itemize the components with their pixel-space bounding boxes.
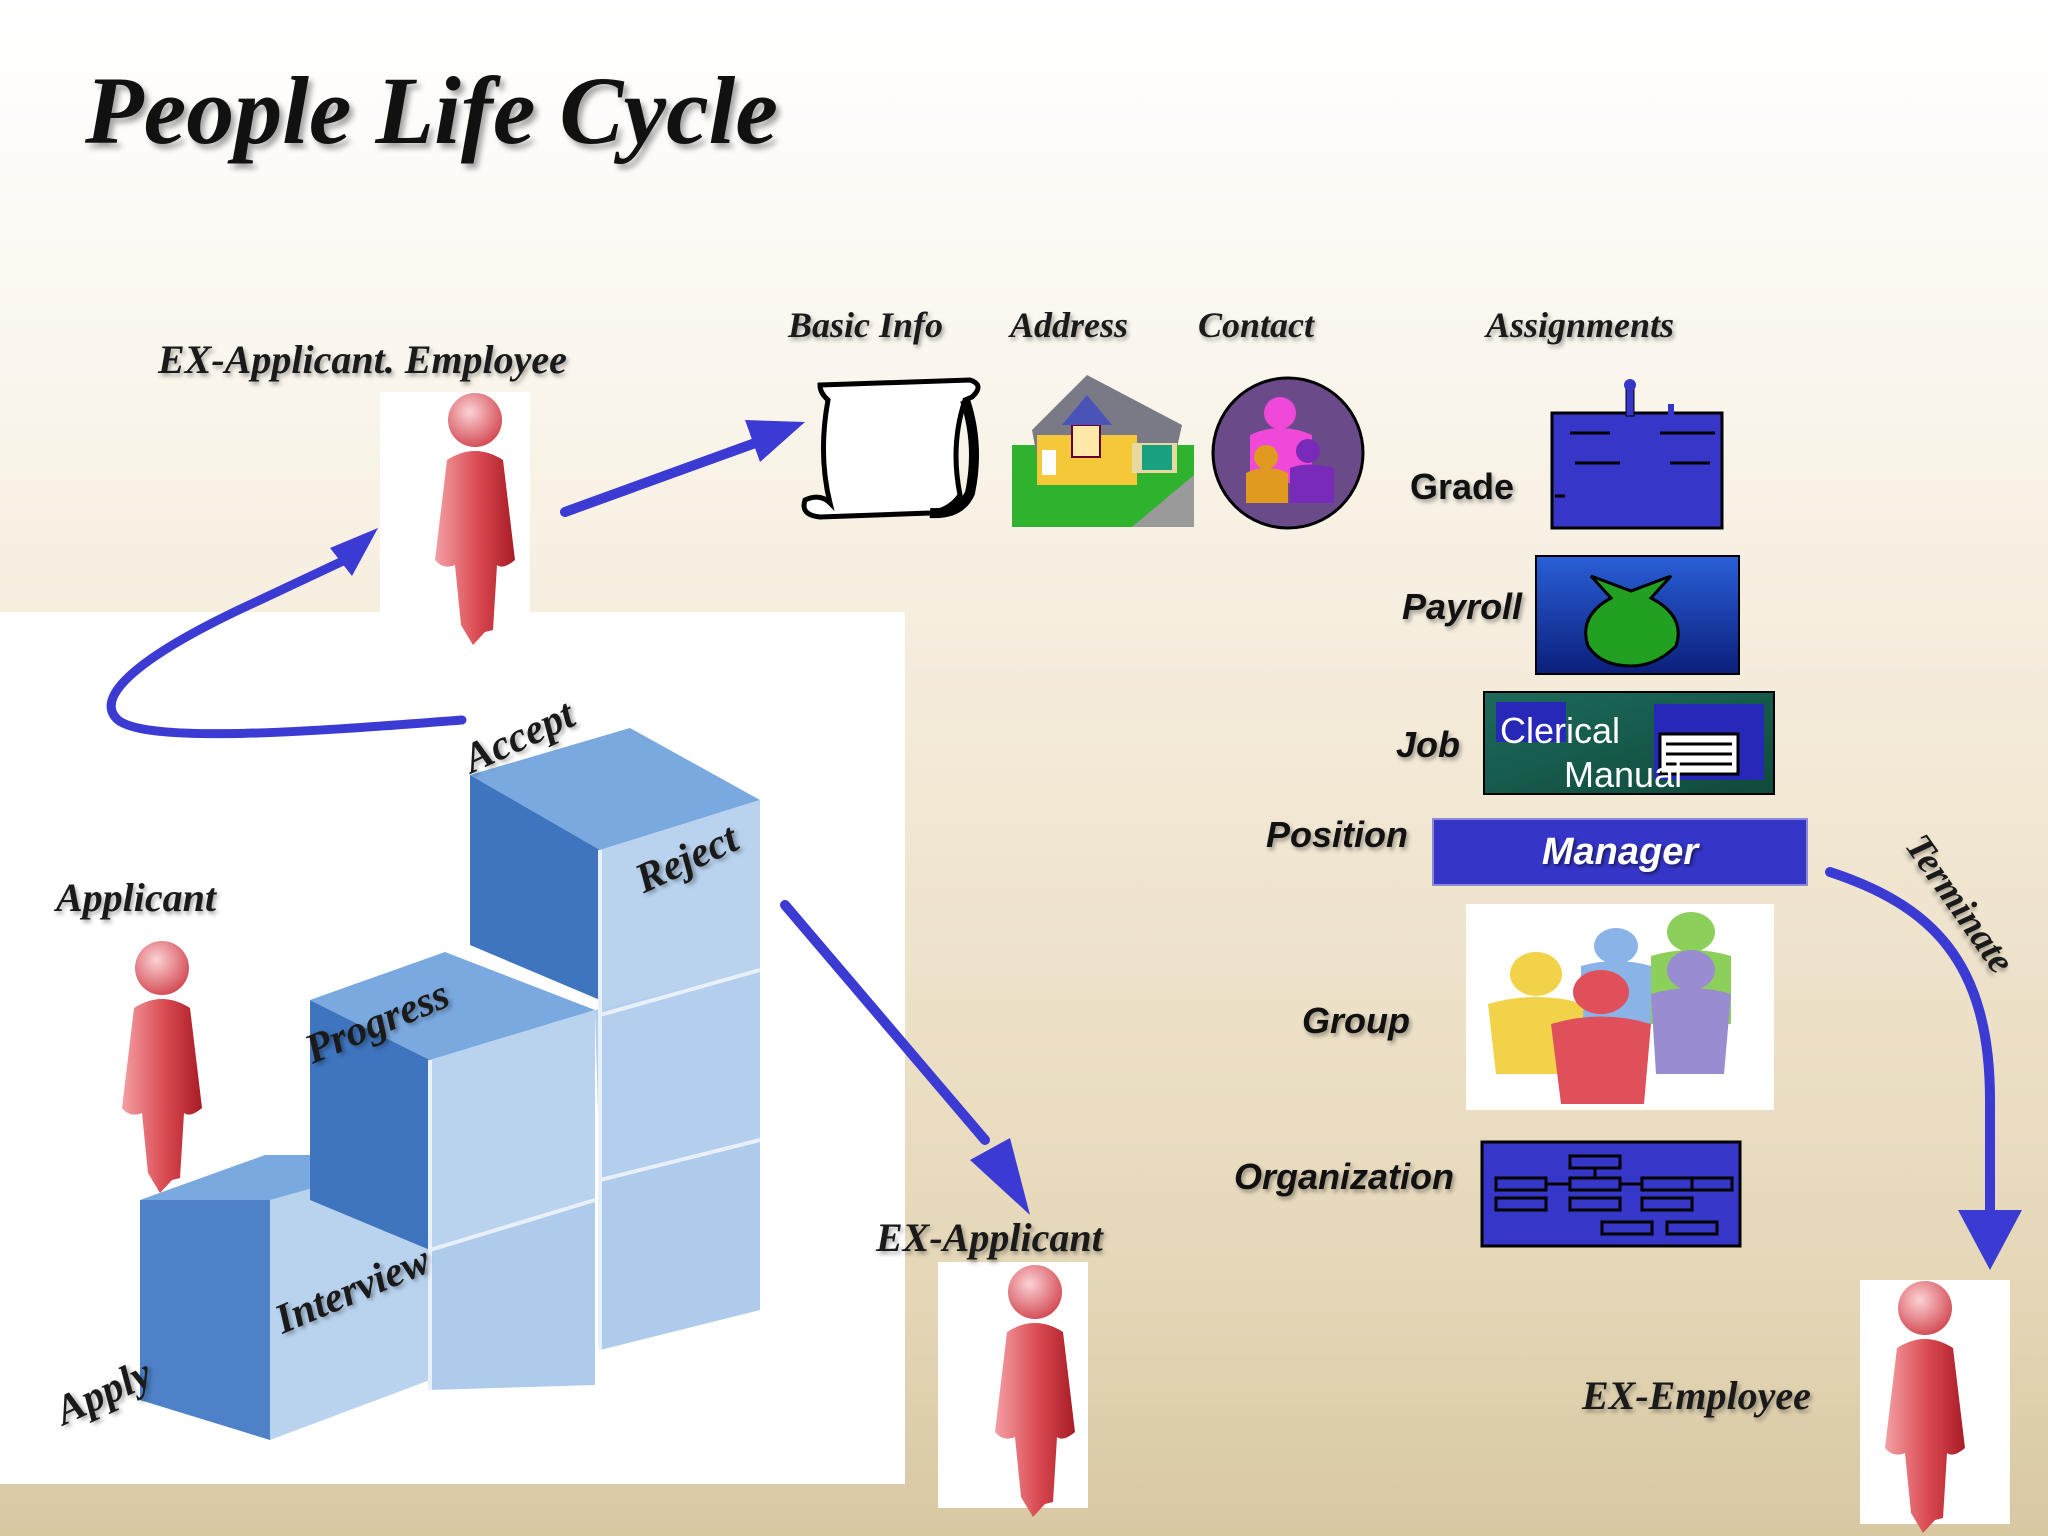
ex-applicant-label: EX-Applicant xyxy=(876,1215,1103,1260)
person-icon xyxy=(435,393,515,645)
info-arrowhead xyxy=(745,420,805,462)
info-arrow xyxy=(560,437,763,517)
applicant-label: Applicant xyxy=(56,875,217,920)
payroll-icon xyxy=(1535,555,1740,675)
reject-arrowhead xyxy=(970,1138,1030,1215)
group-label: Group xyxy=(1302,1000,1410,1041)
person-icon xyxy=(122,941,202,1193)
ex-employee-label: EX-Employee xyxy=(1582,1373,1811,1418)
position-manager-bar: Manager xyxy=(1432,818,1808,886)
reject-arrow xyxy=(780,900,990,1145)
grade-label: Grade xyxy=(1410,466,1515,507)
organization-label: Organization xyxy=(1234,1156,1455,1197)
job-icon xyxy=(1483,691,1775,795)
group-icon xyxy=(1466,904,1774,1110)
assignments-heading: Assignments xyxy=(1486,305,1675,345)
basic-info-label: Basic Info xyxy=(788,305,944,345)
person-icon xyxy=(1885,1281,1965,1533)
position-manager-text: Manager xyxy=(1541,830,1699,873)
person-icon xyxy=(995,1265,1075,1517)
job-clerical-text: Clerical xyxy=(1500,710,1621,751)
house-icon xyxy=(1012,375,1194,527)
terminate-arrow xyxy=(1825,867,1995,1230)
scroll-icon xyxy=(801,377,981,520)
accept-arrow xyxy=(106,555,467,739)
ex-applicant-employee-label: EX-Applicant. Employee xyxy=(158,337,567,382)
grade-icon xyxy=(1550,379,1724,530)
slide-title: People Life Cycle xyxy=(85,57,778,164)
org-chart-icon xyxy=(1480,1140,1742,1248)
terminate-arrowhead xyxy=(1958,1210,2022,1270)
stair-blocks xyxy=(140,728,761,1440)
job-manual-text: Manual xyxy=(1564,754,1683,795)
job-label: Job xyxy=(1396,724,1461,765)
position-label: Position xyxy=(1266,814,1408,855)
address-label: Address xyxy=(1010,305,1129,345)
accept-arrowhead xyxy=(330,528,378,576)
contact-label: Contact xyxy=(1198,305,1315,345)
family-icon xyxy=(1211,376,1365,530)
payroll-label: Payroll xyxy=(1402,586,1523,627)
